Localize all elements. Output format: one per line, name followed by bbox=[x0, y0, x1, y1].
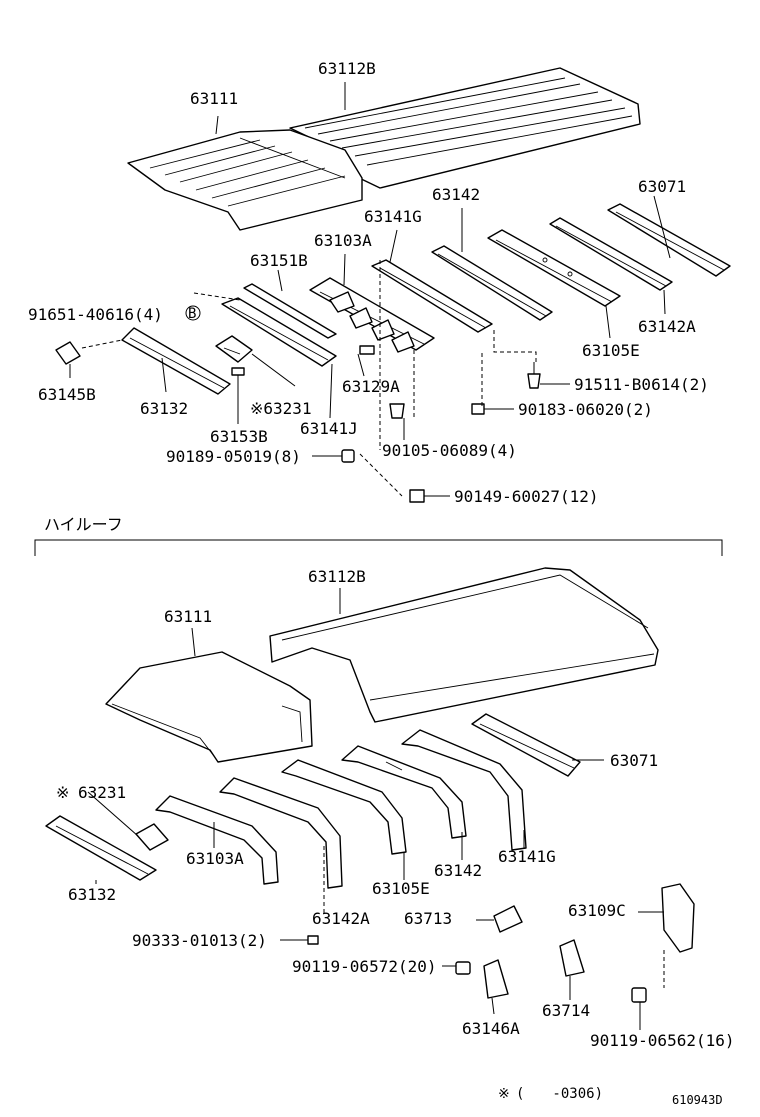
reference-b-marker bbox=[185, 305, 201, 321]
part-63141g-high-roof-bow bbox=[401, 729, 527, 851]
label-91511: 91511-B0614(2) bbox=[574, 375, 709, 394]
part-63105e-high-roof-bow bbox=[281, 759, 407, 855]
fastener-91511-bolt bbox=[527, 362, 541, 389]
part-63129a-plate bbox=[359, 345, 375, 355]
label-63153b: 63153B bbox=[210, 427, 268, 446]
part-63105e-roof-bow bbox=[487, 229, 621, 307]
part-63111-front-roof-panel bbox=[127, 129, 363, 231]
label-hr-63146a: 63146A bbox=[462, 1019, 520, 1038]
part-63112b-high-roof-panel bbox=[269, 567, 659, 723]
label-hr-90333: 90333-01013(2) bbox=[132, 931, 267, 950]
label-90105: 90105-06089(4) bbox=[382, 441, 517, 460]
part-63132-high-roof-rail bbox=[45, 815, 157, 881]
part-63231-bracket bbox=[215, 335, 253, 363]
part-63071-roof-bow bbox=[607, 203, 731, 277]
part-63141j-roof-bow bbox=[221, 297, 337, 367]
section-title-high-roof: ハイルーフ bbox=[44, 515, 123, 534]
reference-b-label: B bbox=[188, 306, 196, 322]
fastener-90189-clip bbox=[341, 449, 355, 463]
part-63132-header-rail bbox=[121, 327, 231, 395]
fastener-90119a-bolt bbox=[455, 961, 471, 975]
part-63142-high-roof-bow bbox=[341, 745, 467, 839]
label-hr-63142a: 63142A bbox=[312, 909, 370, 928]
label-hr-63105e: 63105E bbox=[372, 879, 430, 898]
part-63142-roof-bow bbox=[431, 245, 553, 321]
label-63132: 63132 bbox=[140, 399, 188, 418]
label-63142a: 63142A bbox=[638, 317, 696, 336]
label-hr-63231-mark: ※ bbox=[56, 783, 69, 802]
fastener-90149-screw bbox=[409, 489, 425, 503]
label-hr-90119b: 90119-06562(16) bbox=[590, 1031, 735, 1050]
part-63153b-plate bbox=[231, 367, 245, 376]
label-hr-63142: 63142 bbox=[434, 861, 482, 880]
label-63141g: 63141G bbox=[364, 207, 422, 226]
part-63103a-high-roof-bow bbox=[155, 795, 279, 885]
label-63129a: 63129A bbox=[342, 377, 400, 396]
part-63146a-bracket bbox=[483, 959, 509, 999]
label-63141j: 63141J bbox=[300, 419, 358, 438]
part-63713-bracket bbox=[493, 905, 523, 933]
label-hr-63231: 63231 bbox=[78, 783, 126, 802]
label-63145b: 63145B bbox=[38, 385, 96, 404]
part-63141g-roof-bow bbox=[371, 259, 493, 333]
label-63111: 63111 bbox=[190, 89, 238, 108]
label-63105e: 63105E bbox=[582, 341, 640, 360]
fastener-90333-clip bbox=[307, 935, 319, 945]
part-63714-bracket bbox=[559, 939, 585, 977]
part-63103a-roof-bow bbox=[309, 277, 435, 353]
footnote-range: ( -0306) bbox=[516, 1086, 603, 1102]
label-hr-63103a: 63103A bbox=[186, 849, 244, 868]
label-90189: 90189-05019(8) bbox=[166, 447, 301, 466]
label-63071: 63071 bbox=[638, 177, 686, 196]
label-hr-63109c: 63109C bbox=[568, 901, 626, 920]
label-hr-63111: 63111 bbox=[164, 607, 212, 626]
label-90183: 90183-06020(2) bbox=[518, 400, 653, 419]
label-hr-63714: 63714 bbox=[542, 1001, 590, 1020]
label-hr-63112b: 63112B bbox=[308, 567, 366, 586]
part-63231-high-roof-bracket bbox=[135, 823, 169, 851]
label-hr-63141g: 63141G bbox=[498, 847, 556, 866]
label-63231: ※63231 bbox=[250, 399, 312, 418]
high-roof-group: 63112B 63111 63071 ※ 63231 63103A 63142 … bbox=[45, 567, 735, 1050]
part-63145b-clip bbox=[55, 341, 81, 365]
label-hr-63713: 63713 bbox=[404, 909, 452, 928]
label-91651: 91651-40616(4) bbox=[28, 305, 163, 324]
label-63151b: 63151B bbox=[250, 251, 308, 270]
label-hr-63071: 63071 bbox=[610, 751, 658, 770]
part-63112b-roof-panel bbox=[289, 67, 641, 189]
footnote-mark: ※ bbox=[498, 1086, 510, 1102]
label-63103a: 63103A bbox=[314, 231, 372, 250]
label-90149: 90149-60027(12) bbox=[454, 487, 599, 506]
label-hr-90119a: 90119-06572(20) bbox=[292, 957, 437, 976]
section-bracket bbox=[34, 539, 723, 556]
label-63142: 63142 bbox=[432, 185, 480, 204]
part-63151b-roof-bow bbox=[243, 283, 337, 339]
diagram-code: 610943D bbox=[672, 1093, 723, 1107]
part-63142a-roof-bow bbox=[549, 217, 673, 291]
part-63111-high-roof-front bbox=[105, 651, 313, 763]
fastener-90105-bolt bbox=[389, 403, 405, 419]
part-63109c-bracket bbox=[661, 883, 695, 953]
standard-roof-group: B 63112B 63111 63142 63071 63141G 63103A… bbox=[28, 59, 731, 506]
label-hr-63132: 63132 bbox=[68, 885, 116, 904]
label-63112b: 63112B bbox=[318, 59, 376, 78]
fastener-90119b-bolt bbox=[631, 987, 647, 1003]
part-63071-high-roof-header bbox=[471, 713, 581, 777]
part-63142a-high-roof-bow bbox=[219, 777, 343, 889]
